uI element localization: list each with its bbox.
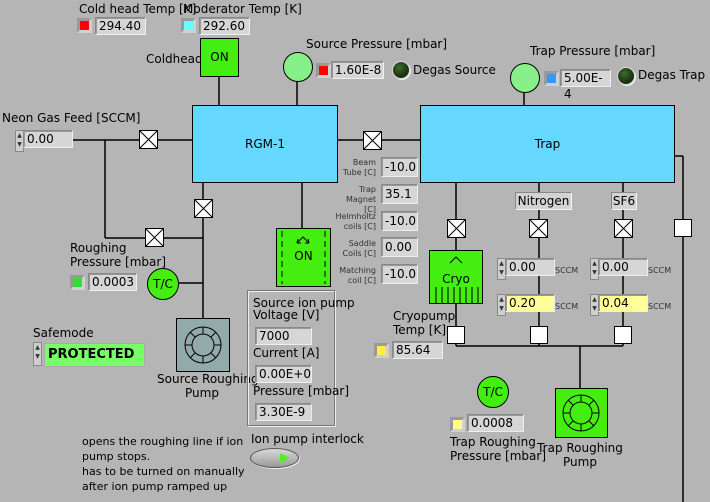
cryopump-temp-led: [374, 343, 389, 358]
pressure-label: Pressure [mbar]: [253, 384, 350, 398]
voltage-label: Voltage [V]: [253, 308, 320, 322]
pump-symbol-icon: [562, 394, 600, 432]
nitrogen-readback-unit: SCCM: [555, 302, 579, 311]
roughing-pressure-led: [70, 275, 85, 290]
cryo-pump-toggle[interactable]: Cryo: [429, 250, 483, 304]
trap-pressure-label: Trap Pressure [mbar]: [530, 44, 656, 58]
rgm-trap-valve-icon[interactable]: [363, 131, 382, 150]
ion-pump-interlock-label: Ion pump interlock: [251, 432, 364, 446]
beam-tube-temp-value: -10.0: [381, 157, 418, 177]
current-value: 0.00E+0: [255, 365, 312, 383]
source-roughing-pump-toggle[interactable]: [176, 318, 230, 372]
nitrogen-label: Nitrogen: [515, 192, 572, 210]
sf6-setpoint-unit: SCCM: [648, 266, 672, 275]
moderator-temp-led: [181, 18, 196, 33]
cryo-valve-icon[interactable]: [447, 219, 466, 238]
source-pressure-label: Source Pressure [mbar]: [306, 37, 448, 51]
sf6-roughing-valve-icon[interactable]: [614, 326, 632, 344]
source-ion-pump-title: Source ion pump: [253, 296, 355, 310]
degas-source-led[interactable]: [392, 61, 410, 79]
coldhead-label: Coldhead: [146, 52, 203, 66]
pump-symbol-icon: [184, 326, 222, 364]
trap-chamber: Trap: [420, 105, 675, 183]
trap-roughing-pressure-value: 0.0008: [467, 414, 524, 432]
trap-magnet-temp-value: 35.1: [381, 184, 418, 204]
nitrogen-setpoint-input[interactable]: 0.00: [505, 258, 555, 276]
neon-gas-feed-input[interactable]: 0.00: [23, 130, 73, 148]
play-arrow-icon: [280, 453, 290, 463]
coldhead-toggle[interactable]: ON: [200, 38, 239, 77]
nitrogen-roughing-valve-icon[interactable]: [530, 326, 548, 344]
matching-coil-temp-value: -10.0: [381, 264, 418, 284]
sf6-valve-icon[interactable]: [614, 219, 633, 238]
current-label: Current [A]: [253, 346, 320, 360]
sf6-setpoint-input[interactable]: 0.00: [598, 258, 648, 276]
voltage-value: 7000: [255, 327, 312, 345]
cryo-pump-symbol-icon: [435, 256, 479, 303]
sf6-readback-unit: SCCM: [648, 302, 672, 311]
trap-pressure-value: 5.00E-4: [560, 69, 611, 101]
ion-pump-symbol-icon: [281, 231, 326, 284]
source-tc-gauge-icon: T/C: [147, 268, 179, 300]
trap-pressure-gauge-icon: [510, 63, 540, 93]
source-pressure-led: [316, 63, 331, 78]
saddle-coils-temp-value: 0.00: [381, 237, 418, 257]
trap-roughing-pump-toggle[interactable]: [555, 388, 608, 438]
cold-head-temp-value: 294.40: [95, 17, 146, 35]
ion-pump-pressure-value: 3.30E-9: [255, 403, 312, 421]
safemode-spinner[interactable]: ▲▼: [33, 342, 42, 366]
ion-pump-state: ON: [294, 249, 313, 263]
nitrogen-valve-icon[interactable]: [529, 219, 548, 238]
degas-trap-label: Degas Trap: [638, 68, 706, 82]
cold-head-temp-label: Cold head Temp [K]: [79, 2, 197, 16]
neon-gas-feed-label: Neon Gas Feed [SCCM]: [2, 111, 141, 125]
helmholtz-temp-value: -10.0: [381, 211, 418, 231]
moderator-temp-value: 292.60: [199, 17, 250, 35]
source-ion-pump-panel: Source ion pump Voltage [V] 7000 Current…: [247, 290, 355, 426]
cryo-roughing-valve-icon[interactable]: [447, 326, 465, 344]
neon-feed-valve-icon[interactable]: [139, 130, 158, 149]
ion-pump-toggle[interactable]: ON: [276, 228, 331, 287]
rgm-chamber: RGM-1: [192, 105, 338, 183]
sf6-readback-value: 0.04: [598, 294, 648, 312]
trap-roughing-pressure-led: [450, 417, 465, 432]
cryopump-temp-value: 85.64: [392, 341, 443, 359]
roughing-pressure-value: 0.0003: [88, 273, 137, 291]
ion-pump-interlock-toggle[interactable]: [250, 448, 299, 468]
degas-source-label: Degas Source: [413, 63, 496, 77]
vent-valve-icon[interactable]: [674, 219, 692, 237]
cryo-label: Cryo: [442, 272, 470, 286]
rgm-roughing-valve-icon[interactable]: [194, 199, 213, 218]
nitrogen-setpoint-unit: SCCM: [555, 266, 579, 275]
sf6-label: SF6: [611, 192, 637, 210]
trap-pressure-led: [544, 71, 559, 86]
bypass-valve-icon[interactable]: [145, 228, 164, 247]
moderator-temp-label: Moderator Temp [K]: [183, 2, 302, 16]
degas-trap-led[interactable]: [617, 67, 635, 85]
trap-tc-gauge-icon: T/C: [477, 376, 509, 408]
cold-head-temp-led: [77, 18, 92, 33]
source-pressure-gauge-icon: [283, 52, 313, 82]
source-pressure-value: 1.60E-8: [331, 61, 384, 79]
safemode-label: Safemode: [33, 326, 94, 340]
safemode-value[interactable]: PROTECTED: [44, 343, 145, 367]
nitrogen-readback-value: 0.20: [505, 294, 555, 312]
